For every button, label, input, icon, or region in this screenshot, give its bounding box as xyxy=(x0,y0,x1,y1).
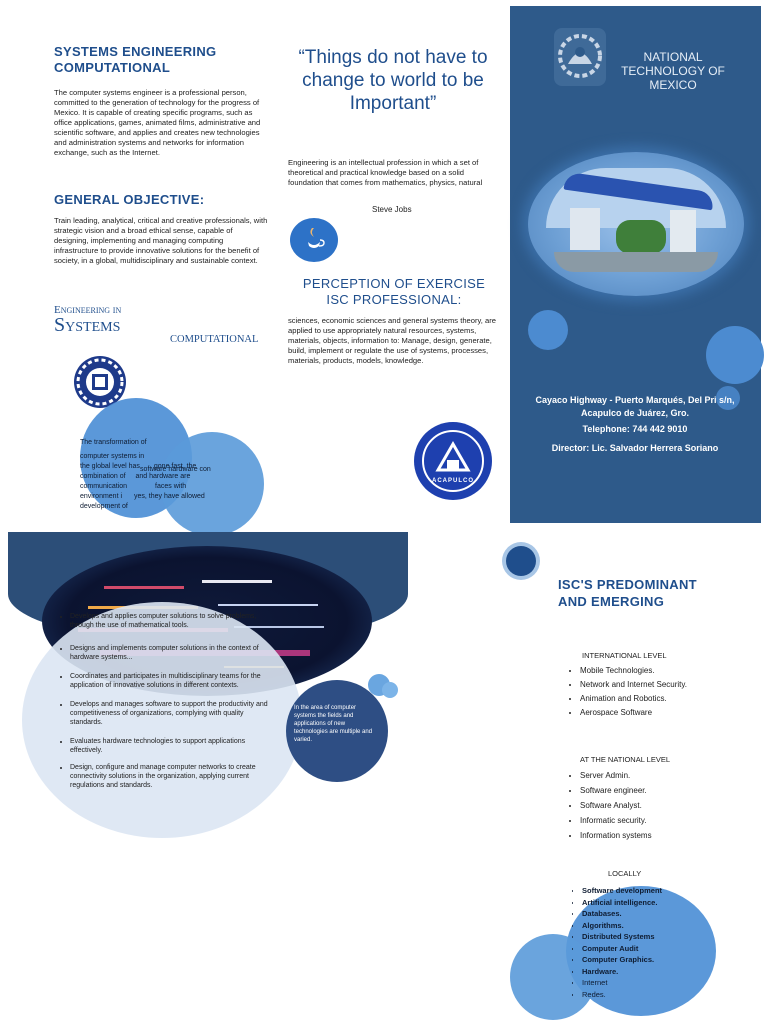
local-item: Databases. xyxy=(582,908,696,920)
right-panel: NATIONAL TECHNOLOGY OF MEXICO Cayaco Hig… xyxy=(510,6,764,523)
competency-item: Develops and applies computer solutions … xyxy=(70,612,278,630)
note-bubble-text: In the area of computer systems the fiel… xyxy=(294,705,373,743)
competencies-list: Develops and applies computer solutions … xyxy=(56,612,278,794)
steve-jobs-quote: “Things do not have to change to world t… xyxy=(298,47,488,114)
title-perception: PERCEPTION OF EXERCISE ISC PROFESSIONAL: xyxy=(302,276,486,307)
code-line-2 xyxy=(202,580,272,583)
bottom-bubble-small xyxy=(510,934,596,1020)
national-label: AT THE NATIONAL LEVEL xyxy=(580,755,671,764)
campus-photo xyxy=(528,152,744,296)
competency-item: Coordinates and participates in multidis… xyxy=(70,672,278,690)
competency-item: Develops and manages software to support… xyxy=(70,700,278,727)
note-bubble: In the area of computer systems the fiel… xyxy=(286,680,388,782)
local-item: Hardware. xyxy=(582,966,696,978)
bubble-text-block: The transformation of computer systems i… xyxy=(80,439,205,510)
title-predominant: ISC'S PREDOMINANT AND EMERGING xyxy=(558,577,697,609)
local-list: Software development Artificial intellig… xyxy=(572,885,696,1009)
title-systems-engineering: SYSTEMS ENGINEERING COMPUTATIONAL xyxy=(54,44,217,75)
competency-item: Evaluates hardware technologies to suppo… xyxy=(70,737,278,755)
intl-item: Aerospace Software xyxy=(580,706,746,716)
national-list: Server Admin. Software engineer. Softwar… xyxy=(566,768,746,840)
campus-pillar-right xyxy=(670,210,696,256)
national-item: Server Admin. xyxy=(580,768,746,783)
national-item: Software Analyst. xyxy=(580,798,746,813)
director-text: Director: Lic. Salvador Herrera Soriano xyxy=(551,443,719,453)
international-list: Mobile Technologies. Network and Interne… xyxy=(566,664,746,716)
top-dot-bubble xyxy=(506,546,536,576)
code-line-1 xyxy=(104,586,184,589)
campus-trees xyxy=(616,220,666,254)
competency-item: Designs and implements computer solution… xyxy=(70,644,278,662)
panel-bubble-3 xyxy=(716,386,740,410)
intro-paragraph: The computer systems engineer is a profe… xyxy=(54,88,261,157)
telephone-text: Telephone: 744 442 9010 xyxy=(582,424,688,434)
acapulco-logo-icon: ACAPULCO xyxy=(414,422,492,500)
bottom-left-panel: Develops and applies computer solutions … xyxy=(8,532,416,838)
intl-item: Network and Internet Security. xyxy=(580,678,746,692)
title-general-objective: GENERAL OBJECTIVE: xyxy=(54,192,205,207)
national-item: Information systems xyxy=(580,828,746,840)
engineering-paragraph: Engineering is an intellectual professio… xyxy=(288,158,483,187)
campus-pillar-left xyxy=(570,208,600,250)
institution-name: NATIONAL TECHNOLOGY OF MEXICO xyxy=(621,50,725,90)
panel-bubble-2 xyxy=(706,326,764,384)
local-item: Redes. xyxy=(582,989,696,1001)
objective-paragraph: Train leading, analytical, critical and … xyxy=(54,216,268,265)
code-line-6 xyxy=(234,626,324,628)
bubble-text-inline: software hardware con xyxy=(140,466,211,473)
eng-in-label: Engineering in xyxy=(54,304,122,316)
local-item: Internet xyxy=(582,977,696,989)
tecnm-logo-icon xyxy=(554,28,606,86)
national-item: Informatic security. xyxy=(580,813,746,828)
local-item: Computer Graphics. xyxy=(582,954,696,966)
local-item: Artificial intelligence. xyxy=(582,897,696,909)
address-text: Cayaco Highway - Puerto Marqués, Del Pri… xyxy=(535,395,735,418)
perception-paragraph: sciences, economic sciences and general … xyxy=(288,316,496,365)
local-item: Software development xyxy=(582,885,696,897)
campus-ground xyxy=(554,252,718,272)
code-line-4 xyxy=(218,604,318,606)
locally-label: LOCALLY xyxy=(608,869,642,878)
local-item: Algorithms. xyxy=(582,920,696,932)
intl-item: Mobile Technologies. xyxy=(580,664,746,678)
small-bubble-b xyxy=(382,682,398,698)
international-label: INTERNATIONAL LEVEL xyxy=(582,651,667,660)
panel-bubble-1 xyxy=(528,310,568,350)
systems-heading: Systems xyxy=(54,314,121,336)
acapulco-logo-text: ACAPULCO xyxy=(432,478,474,484)
intl-item: Animation and Robotics. xyxy=(580,692,746,706)
quote-author: Steve Jobs xyxy=(372,205,412,214)
blue-bubble-medium xyxy=(160,432,264,536)
competency-item: Design, configure and manage computer ne… xyxy=(70,763,278,790)
computational-label: COMPUTATIONAL xyxy=(170,334,259,345)
local-item: Distributed Systems xyxy=(582,931,696,943)
java-logo-icon xyxy=(290,218,338,262)
local-item: Computer Audit xyxy=(582,943,696,955)
light-blue-circle xyxy=(22,602,302,838)
national-item: Software engineer. xyxy=(580,783,746,798)
